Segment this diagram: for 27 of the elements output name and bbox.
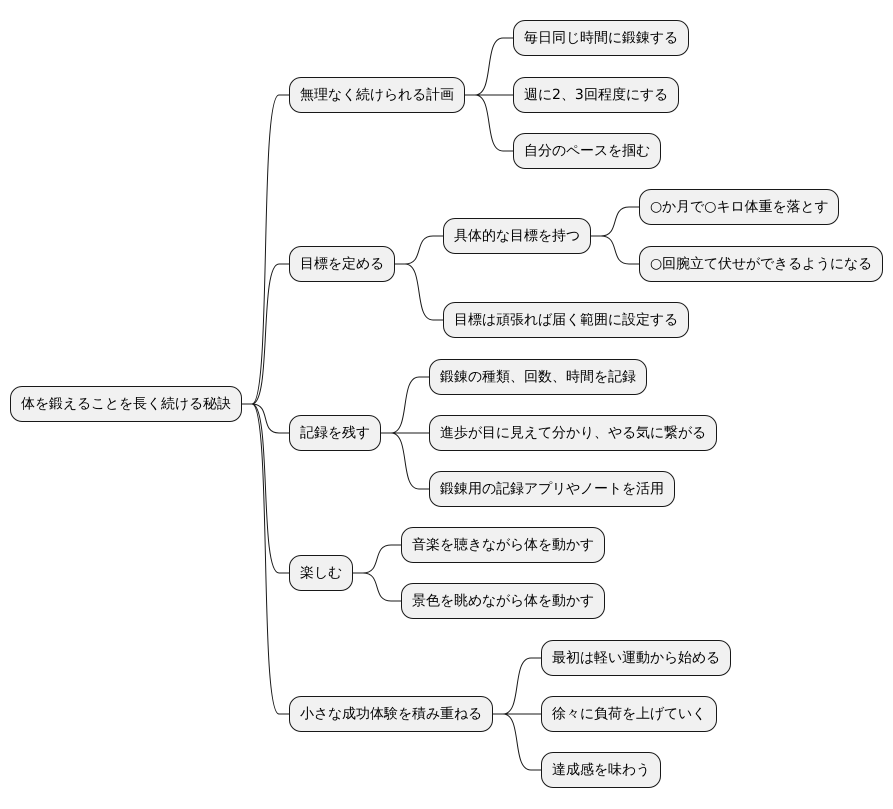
connector-line	[352, 572, 402, 602]
topic-box: ○か月で○キロ体重を落とす	[639, 189, 840, 225]
topic-box: 具体的な目標を持つ	[443, 218, 591, 254]
connector-line	[492, 714, 542, 770]
topic-box: 目標は頑張れば届く範囲に設定する	[443, 302, 689, 338]
topic-box: 楽しむ	[289, 555, 353, 591]
topic-box: 鍛錬の種類、回数、時間を記録	[429, 359, 647, 395]
topic-box: 最初は軽い運動から始める	[541, 640, 731, 676]
topic-box: 自分のペースを掴む	[513, 133, 661, 169]
topic-box: 景色を眺めながら体を動かす	[401, 583, 605, 619]
connector-line	[394, 264, 444, 320]
topic-box: 目標を定める	[289, 246, 395, 282]
topic-box: 毎日同じ時間に鍛錬する	[513, 20, 689, 56]
topic-box: 記録を残す	[289, 415, 381, 451]
topic-box: 鍛錬用の記録アプリやノートを活用	[429, 471, 675, 507]
connector-line	[590, 236, 640, 264]
topic-box: 小さな成功体験を積み重ねる	[289, 696, 493, 732]
topic-box: 体を鍛えることを長く続ける秘訣	[10, 386, 242, 422]
topic-box: ○回腕立て伏せができるようになる	[639, 246, 884, 282]
connector-line	[380, 432, 430, 490]
topic-box: 徐々に負荷を上げていく	[541, 696, 717, 732]
topic-box: 無理なく続けられる計画	[289, 77, 465, 113]
topic-box: 音楽を聴きながら体を動かす	[401, 527, 605, 563]
topic-box: 進歩が目に見えて分かり、やる気に繋がる	[429, 415, 717, 451]
connector-line	[464, 94, 514, 152]
topic-box: 達成感を味わう	[541, 752, 661, 788]
topic-box: 週に2、3回程度にする	[513, 77, 679, 113]
